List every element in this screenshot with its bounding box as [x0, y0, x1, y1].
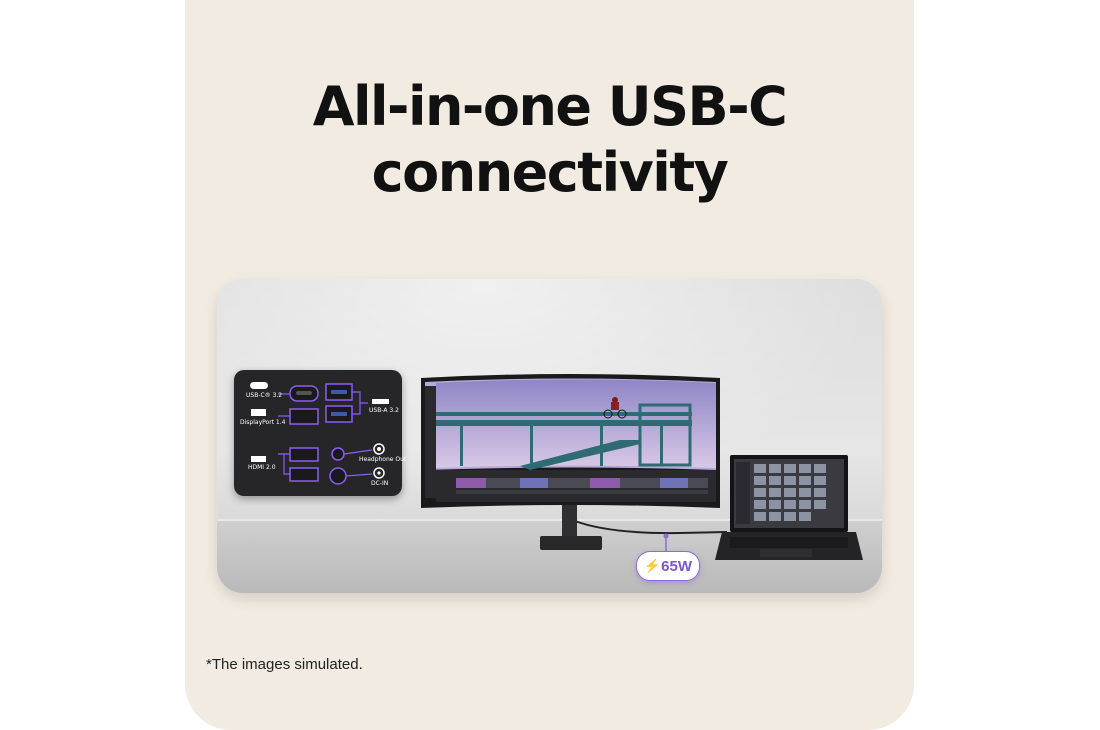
headphone-label: Headphone Out [359, 456, 407, 463]
usba-port-icon [372, 399, 389, 404]
ports-detail-panel: USB-C® 3.2 DisplayPort 1.4 HDMI 2.0 USB-… [234, 370, 406, 496]
hdmi-port-icon [251, 456, 266, 462]
headphone-port-icon [373, 443, 385, 455]
displayport-port-icon [251, 409, 266, 416]
usba-label: USB-A 3.2 [369, 407, 399, 414]
title-line-1: All-in-one USB-C [312, 75, 788, 138]
displayport-label: DisplayPort 1.4 [240, 419, 286, 426]
power-delivery-badge: ⚡ 65W [636, 551, 700, 581]
title-line-2: connectivity [371, 141, 729, 204]
ports-diagram [250, 382, 389, 485]
hdmi-label: HDMI 2.0 [248, 464, 276, 471]
power-value: 65W [661, 557, 693, 575]
dcin-port-icon [373, 467, 385, 479]
page-title: All-in-one USB-C connectivity [185, 74, 914, 206]
dcin-label: DC-IN [371, 480, 389, 487]
lightning-bolt-icon: ⚡ [643, 558, 661, 573]
usbc-label: USB-C® 3.2 [246, 392, 283, 399]
usbc-port-icon [250, 382, 268, 389]
footnote: *The images simulated. [206, 656, 363, 673]
